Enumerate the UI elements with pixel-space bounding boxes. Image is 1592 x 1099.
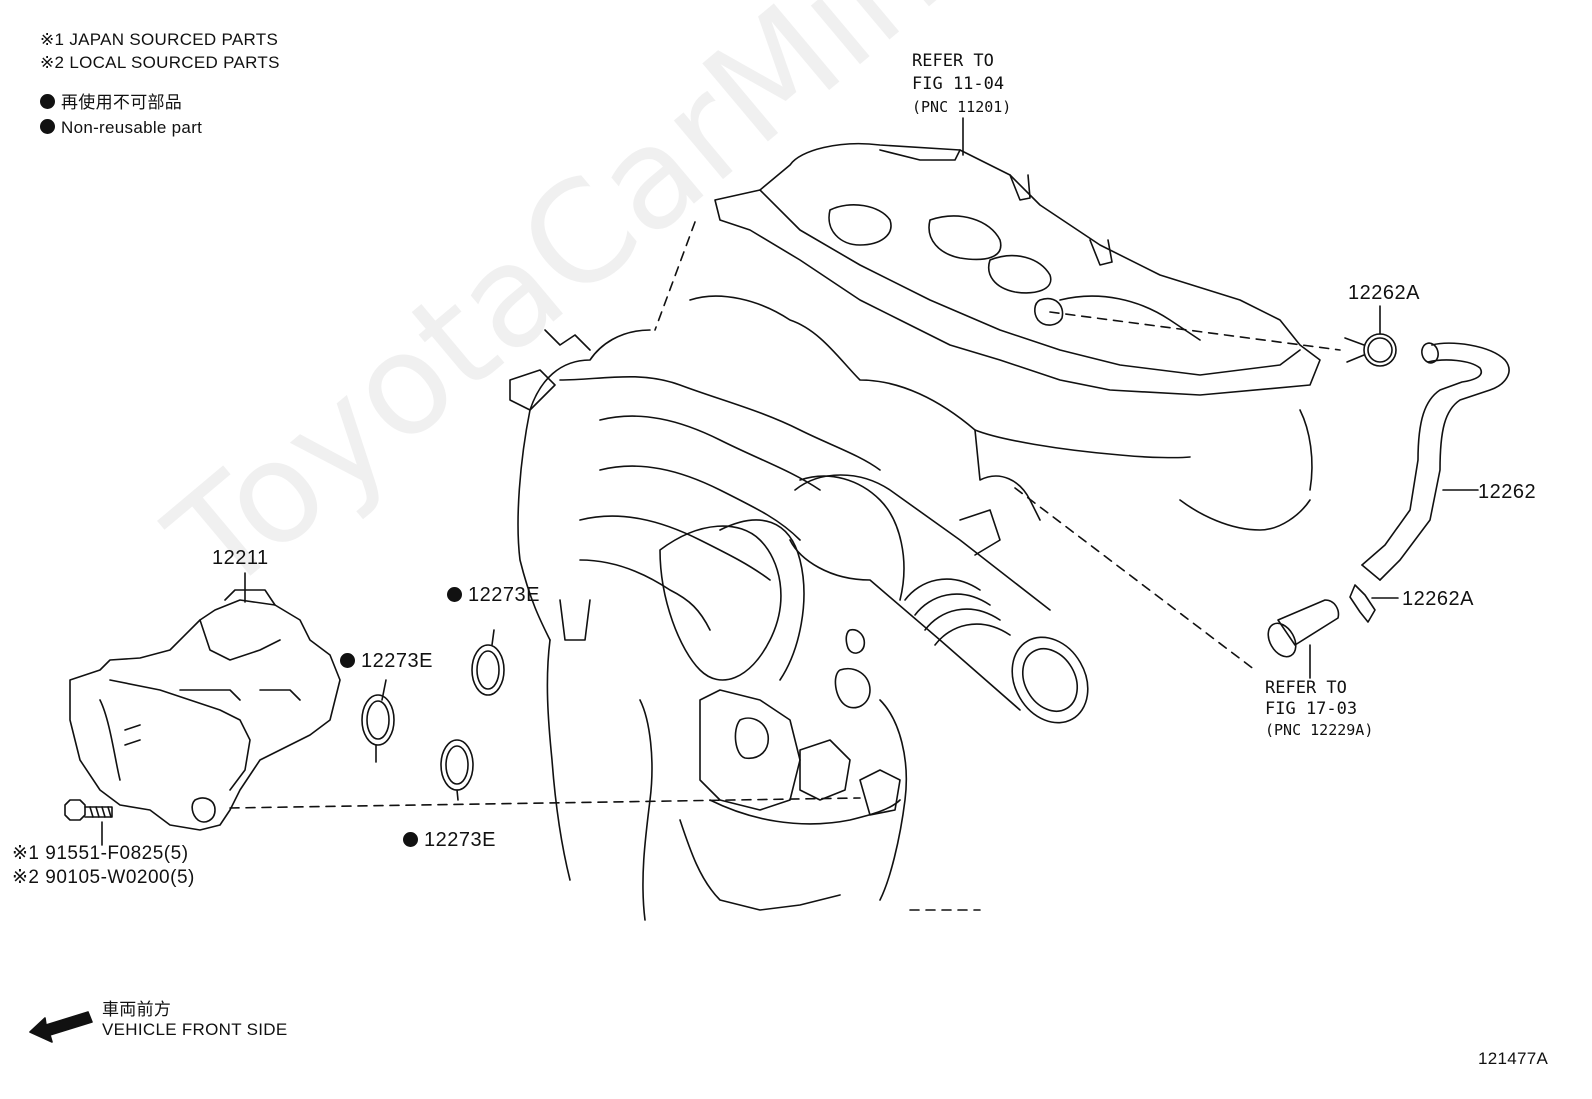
part-label-clip-top[interactable]: 12262A — [1348, 282, 1420, 304]
direction-label-en: VEHICLE FRONT SIDE — [102, 1020, 288, 1039]
ref-right-line3: (PNC 12229A) — [1265, 721, 1374, 739]
bolt-label-japan[interactable]: ※1 91551-F0825(5) — [12, 843, 189, 864]
part-label-clip-bottom[interactable]: 12262A — [1402, 588, 1474, 610]
gasket-b-text: 12273E — [361, 650, 433, 672]
arrow-left-icon — [29, 1011, 93, 1043]
ventilation-hose-shape — [1361, 342, 1510, 581]
nonreusable-dot-icon — [340, 653, 355, 668]
engine-block-outline — [509, 295, 1313, 921]
bolt-shape — [64, 799, 113, 821]
nonreusable-dot-icon — [40, 119, 55, 134]
nonreusable-jp-text: 再使用不可部品 — [61, 93, 183, 112]
bolt-label-local[interactable]: ※2 90105-W0200(5) — [12, 867, 195, 888]
nonreusable-dot-icon — [447, 587, 462, 602]
gasket-c-text: 12273E — [424, 829, 496, 851]
part-label-hose[interactable]: 12262 — [1478, 481, 1537, 503]
nonreusable-dot-icon — [40, 94, 55, 109]
part-label-gasket-b[interactable]: 12273E — [340, 651, 433, 671]
clip-top-shape — [1344, 333, 1397, 367]
part-label-gasket-a[interactable]: 12273E — [447, 585, 540, 605]
gasket-a-text: 12273E — [468, 584, 540, 606]
dashed-reference-lines — [229, 221, 1341, 911]
nonreusable-dot-icon — [403, 832, 418, 847]
legend-nonreusable-en: Non-reusable part — [40, 119, 202, 136]
part-label-gasket-c[interactable]: 12273E — [403, 830, 496, 850]
gasket-shapes — [361, 629, 505, 801]
part-label-cover[interactable]: 12211 — [212, 547, 269, 569]
ref-top-line3: (PNC 11201) — [912, 98, 1012, 116]
cylinder-head-cover — [714, 142, 1321, 396]
legend-nonreusable-jp: 再使用不可部品 — [40, 94, 182, 111]
ref-right-line1: REFER TO — [1265, 678, 1347, 698]
ref-right-line2: FIG 17-03 — [1265, 699, 1358, 719]
nonreusable-en-text: Non-reusable part — [61, 118, 203, 137]
direction-label-jp: 車両前方 — [102, 1000, 172, 1019]
ref-top-line2: FIG 11-04 — [912, 74, 1005, 94]
leader-lines — [101, 117, 1479, 846]
ref-top-line1: REFER TO — [912, 51, 994, 71]
engine-cover-part — [69, 589, 341, 831]
figure-id: 121477A — [1478, 1049, 1549, 1068]
intake-tube — [789, 474, 1089, 724]
clip-bottom-shape — [1349, 584, 1376, 623]
union-fitting-shape — [1267, 599, 1340, 658]
legend-note-local: ※2 LOCAL SOURCED PARTS — [40, 53, 280, 72]
legend-note-japan: ※1 JAPAN SOURCED PARTS — [40, 30, 279, 49]
